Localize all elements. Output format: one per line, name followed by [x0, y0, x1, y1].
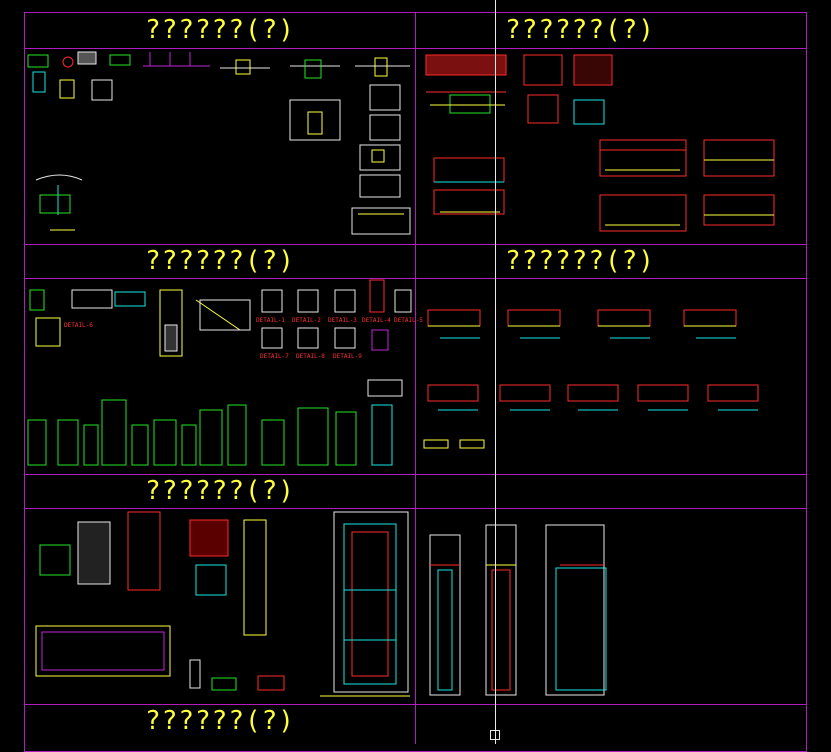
- row-divider: [24, 474, 807, 475]
- row-divider: [24, 48, 807, 49]
- detail-label-8: DETAIL-8: [296, 353, 325, 360]
- section-title-1: ??????(?): [145, 15, 295, 45]
- section-title-4: ??????(?): [505, 246, 655, 276]
- crosshair-pickbox: [490, 730, 500, 740]
- detail-label-6: DETAIL-6: [64, 322, 93, 329]
- detail-label-2: DETAIL-2: [292, 317, 321, 324]
- row-divider: [24, 508, 807, 509]
- panel-5-details: [35, 511, 410, 697]
- row-divider: [24, 244, 807, 245]
- column-divider: [415, 12, 416, 744]
- detail-label-4: DETAIL-4: [362, 317, 391, 324]
- panel-6-details: [429, 524, 607, 696]
- row-divider: [24, 704, 807, 705]
- section-title-6: ??????(?): [145, 706, 295, 736]
- panel-4-details: [423, 309, 759, 449]
- crosshair-cursor-icon: [495, 0, 496, 744]
- section-title-3: ??????(?): [145, 246, 295, 276]
- detail-label-7: DETAIL-7: [260, 353, 289, 360]
- row-divider: [24, 278, 807, 279]
- panel-2-details: [425, 54, 775, 232]
- detail-label-5: DETAIL-5: [394, 317, 423, 324]
- detail-label-1: DETAIL-1: [256, 317, 285, 324]
- panel-1-details: [27, 51, 411, 235]
- panel-3-details: [27, 279, 412, 466]
- detail-label-9: DETAIL-9: [333, 353, 362, 360]
- section-title-2: ??????(?): [505, 15, 655, 45]
- section-title-5: ??????(?): [145, 476, 295, 506]
- detail-label-3: DETAIL-3: [328, 317, 357, 324]
